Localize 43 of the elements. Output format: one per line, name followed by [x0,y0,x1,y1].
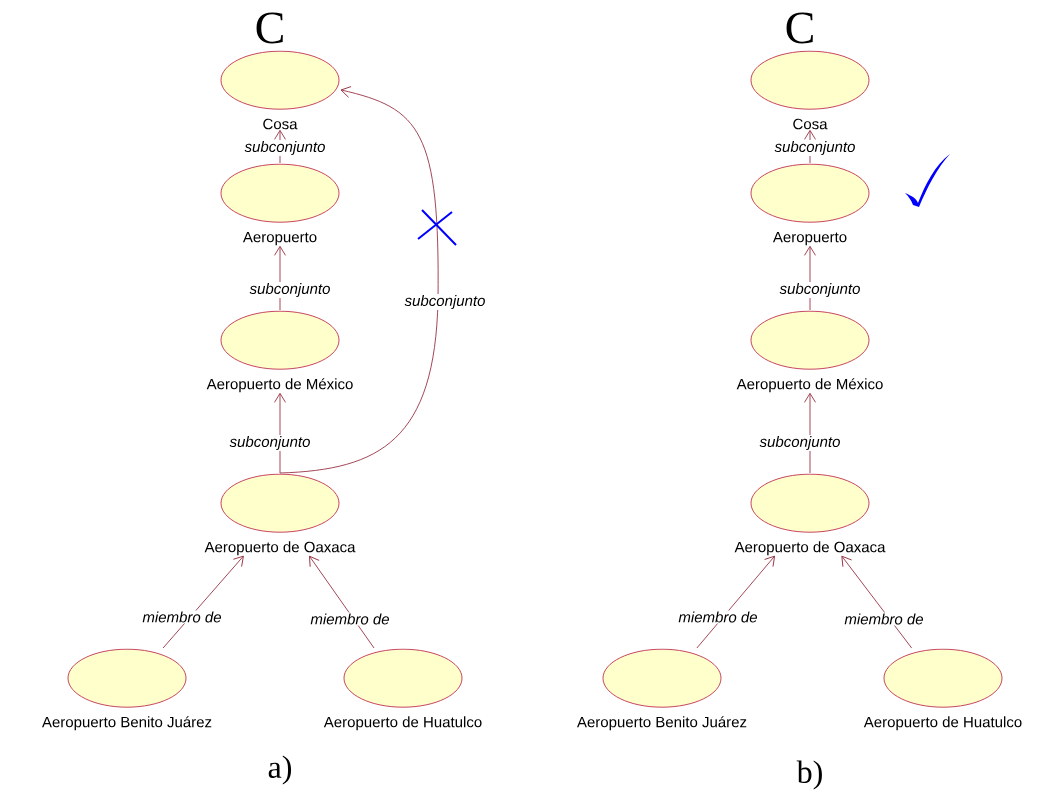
edge-label: miembro de [141,610,223,624]
panel-label: a) [268,755,292,785]
arrow [279,86,439,474]
edge-label: subconjunto [403,294,487,310]
ellipse-node: Aeropuerto [750,163,870,246]
ellipse-node: Aeropuerto [220,163,340,246]
node-label: Cosa [263,118,298,130]
panel-label: b) [796,760,822,790]
panel-label: C [256,12,283,44]
ellipse-node: Cosa [220,50,340,130]
node-label: Aeropuerto Benito Juárez [576,716,747,731]
node-label: Aeropuerto de Oaxaca [734,541,886,556]
node-label: Aeropuerto Benito Juárez [41,716,212,731]
ellipse-node: Aeropuerto de Huatulco [863,648,1022,731]
node-label: Aeropuerto de Huatulco [863,716,1022,731]
node-label: Cosa [793,118,828,130]
panel-label: C [786,12,813,44]
ellipse-node: Aeropuerto de México [736,310,883,393]
ellipse-node: Aeropuerto de Huatulco [323,648,482,731]
node-label: Aeropuerto de Oaxaca [204,541,356,556]
edge-label: subconjunto [248,282,332,298]
edge-label: subconjunto [778,282,862,298]
edge-label: miembro de [677,610,759,624]
ellipse-node: Cosa [750,50,870,130]
ellipse-node: Aeropuerto Benito Juárez [577,648,747,731]
ellipse-node: Aeropuerto de México [206,310,353,393]
node-label: Aeropuerto de México [736,378,883,393]
edge-label: subconjunto [758,435,842,451]
edge-label: miembro de [309,612,391,626]
node-label: Aeropuerto [242,231,317,246]
edge-label: subconjunto [243,140,327,156]
edge-label: subconjunto [228,435,312,451]
node-label: Aeropuerto [772,231,847,246]
ellipse-node: Aeropuerto Benito Juárez [42,648,212,731]
node-label: Aeropuerto de Huatulco [323,716,482,731]
arrow [696,555,776,649]
edge-label: miembro de [843,612,925,626]
ellipse-node: Aeropuerto de Oaxaca [734,473,886,556]
arrow [841,555,913,649]
edge-label: subconjunto [773,140,857,156]
node-label: Aeropuerto de México [206,378,353,393]
arrow [162,555,244,649]
ellipse-node: Aeropuerto de Oaxaca [204,473,356,556]
